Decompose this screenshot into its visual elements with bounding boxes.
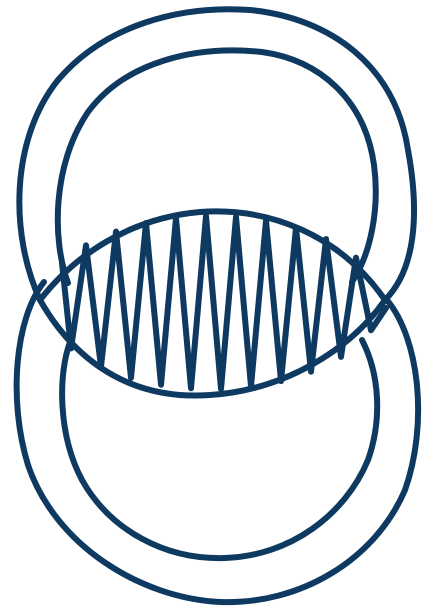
diagram-canvas <box>0 0 424 610</box>
interlocking-rings-diagram <box>0 0 424 610</box>
